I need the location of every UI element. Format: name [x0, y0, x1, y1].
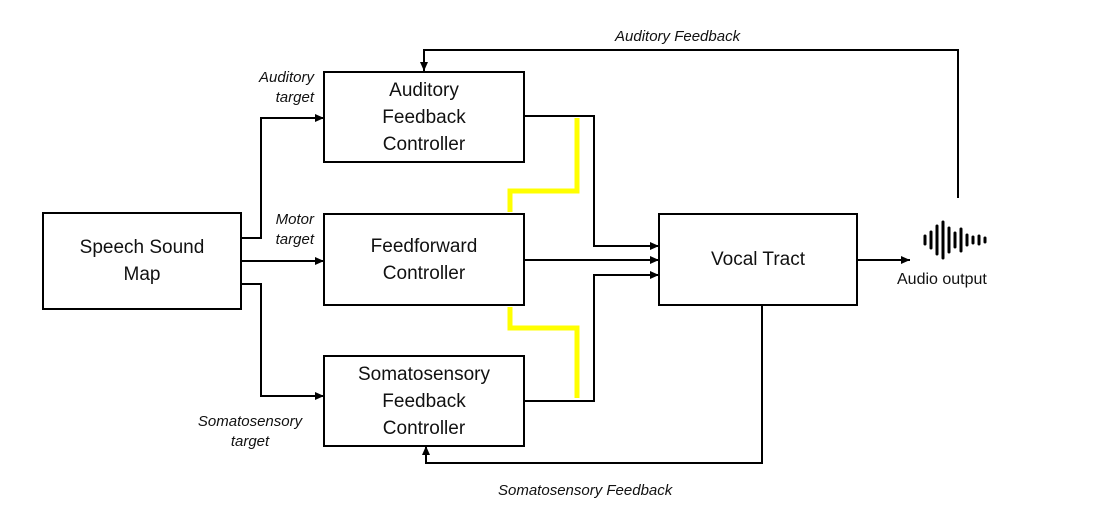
highlight-lower	[507, 307, 580, 398]
audio-output-label: Audio output	[897, 271, 987, 288]
speech-sound-map-label: Speech Sound Map	[79, 237, 205, 285]
auditory-feedback-label: Auditory Feedback	[615, 28, 741, 45]
feedforward-controller-label: Feedforward Controller	[370, 235, 478, 284]
feedforward-controller-box: Feedforward Controller	[323, 213, 525, 306]
somatosensory-feedback-controller-label: Somatosensory Feedback Controller	[357, 363, 490, 439]
edge-somatosensory-feedback	[422, 305, 763, 464]
speech-sound-map-box: Speech Sound Map	[42, 212, 242, 310]
somatosensory-target-label: Somatosensory target	[197, 413, 303, 450]
edge-map-to-auditory	[241, 114, 324, 239]
auditory-feedback-controller-label: Auditory Feedback Controller	[382, 79, 466, 155]
vocal-tract-box: Vocal Tract	[658, 213, 858, 306]
auditory-target-label: Auditory target	[258, 69, 314, 106]
waveform-icon	[923, 220, 987, 260]
edge-somatosensory-to-vocal-tract	[524, 271, 659, 402]
motor-target-label: Motor target	[275, 211, 314, 248]
vocal-tract-label: Vocal Tract	[711, 249, 805, 270]
somatosensory-feedback-label: Somatosensory Feedback	[498, 482, 673, 499]
highlight-upper	[507, 118, 580, 212]
edge-auditory-feedback	[420, 49, 959, 198]
auditory-feedback-controller-box: Auditory Feedback Controller	[323, 71, 525, 163]
edge-auditory-to-vocal-tract	[524, 115, 659, 250]
edge-map-to-somatosensory	[241, 283, 324, 400]
somatosensory-feedback-controller-box: Somatosensory Feedback Controller	[323, 355, 525, 447]
